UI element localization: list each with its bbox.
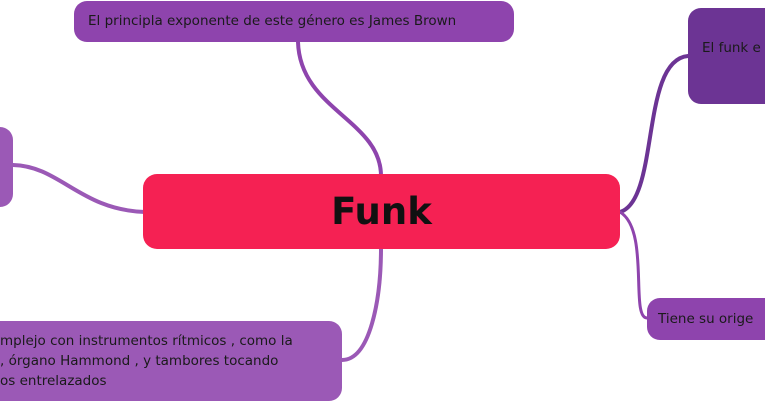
connector-top xyxy=(296,40,383,178)
topic-text: El principla exponente de este género es… xyxy=(88,13,457,29)
topic-node-james-brown[interactable]: El principla exponente de este género es… xyxy=(74,1,514,42)
connector-left-bottom xyxy=(340,246,383,362)
topic-node-left-top[interactable] xyxy=(0,127,13,207)
topic-text-line: os entrelazados xyxy=(0,373,107,389)
connector-right-bottom xyxy=(618,210,649,320)
connector-left-top xyxy=(11,163,147,214)
connector-right-top xyxy=(618,54,690,214)
topic-node-funk-definition[interactable]: El funk e xyxy=(688,8,765,104)
topic-text-line: mplejo con instrumentos rítmicos , como … xyxy=(0,333,293,349)
topic-text: El funk e xyxy=(702,40,761,56)
topic-node-instruments[interactable]: mplejo con instrumentos rítmicos , como … xyxy=(0,321,342,401)
topic-text-line: , órgano Hammond , y tambores tocando xyxy=(0,353,279,369)
topic-text: Tiene su orige xyxy=(658,311,754,327)
topic-node-origin[interactable]: Tiene su orige xyxy=(647,298,765,340)
central-topic-node[interactable]: Funk xyxy=(143,174,620,249)
central-topic-label: Funk xyxy=(331,189,432,233)
